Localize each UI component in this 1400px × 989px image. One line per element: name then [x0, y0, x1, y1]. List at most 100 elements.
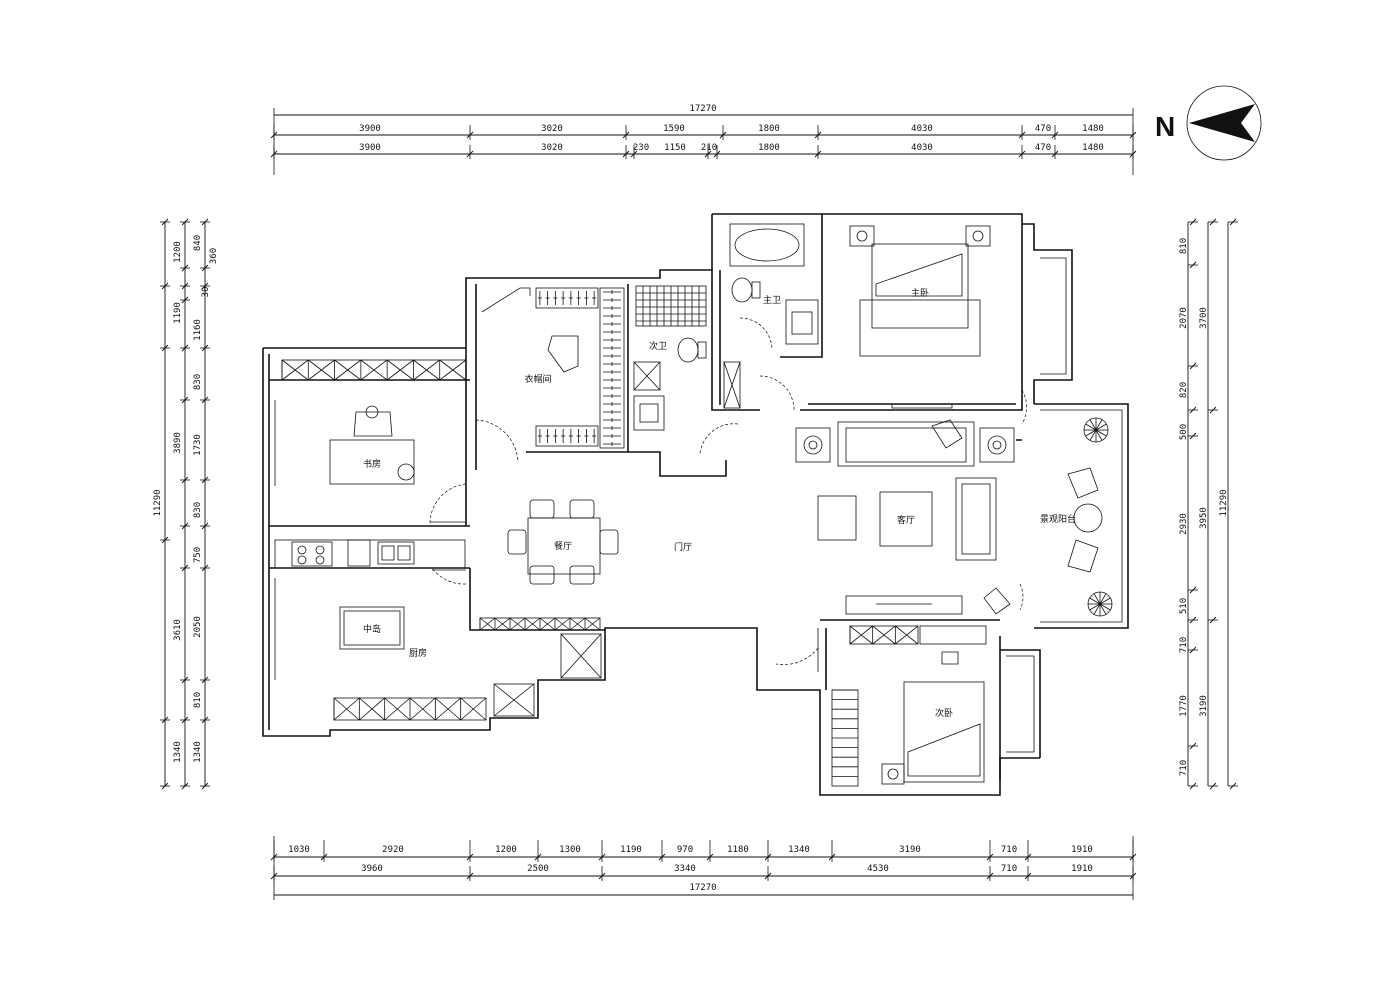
cabinet-hatch: [460, 697, 487, 721]
dim-bot-11: 1910: [1071, 845, 1093, 855]
label-kitchen: 厨房: [409, 647, 427, 659]
dim-right-mid-2: 3950: [1199, 507, 1209, 529]
dim-bot-7: 1180: [727, 845, 749, 855]
stove-icon: [291, 541, 333, 567]
study-desk: [329, 439, 415, 485]
armchair-left: [817, 495, 857, 541]
cabinet-hatch: [384, 697, 411, 721]
dim-right-in-4: 500: [1179, 424, 1189, 440]
plant-icon-2: [1087, 591, 1113, 617]
dim-left-in-7: 830: [193, 502, 203, 518]
cabinet-hatch: [360, 359, 388, 381]
label-master-bath: 主卫: [763, 294, 781, 306]
cabinet-hatch: [439, 359, 467, 381]
dim-left-in-11: 1340: [193, 741, 203, 763]
second-desk: [919, 625, 987, 645]
cabinet-hatch: [584, 617, 601, 631]
cabinet-hatch: [281, 359, 309, 381]
dim-bot-10: 710: [1001, 845, 1017, 855]
dim-top-r2-1: 3900: [359, 143, 381, 153]
tv-cabinet: [845, 595, 963, 615]
room-labels: 主卧 主卫 衣帽间 次卫 书房 餐厅 门厅 客厅 景观阳台 厨房 中岛 次卧: [363, 287, 1076, 719]
plant-leaf: [1089, 429, 1097, 441]
dim-top-total: 17270: [689, 104, 716, 114]
door-swings: [429, 317, 1027, 672]
dim-top-7: 1480: [1082, 124, 1104, 134]
dim-right-total: 11290: [1219, 489, 1229, 516]
cushion-icon: [931, 419, 963, 449]
label-dining: 餐厅: [554, 540, 572, 552]
north-arrow: N: [1155, 85, 1262, 161]
dim-bot-r2-4: 4530: [867, 864, 889, 874]
walls: [262, 213, 1129, 796]
plant-pot-icon: [983, 587, 1011, 615]
guest-toilet-icon: [677, 337, 699, 363]
plant-icon-1: [1083, 417, 1109, 443]
plant-leaf: [1095, 429, 1107, 437]
oven: [493, 683, 535, 717]
floor-drain-icon: [633, 361, 661, 391]
fridge: [560, 633, 602, 679]
master-rug: [859, 299, 981, 357]
dim-right-in-3: 820: [1179, 382, 1189, 398]
dining-chair-icon: [569, 565, 595, 585]
dim-top-r2-4: 1150: [664, 143, 686, 153]
dim-right-mid-1: 3700: [1199, 307, 1209, 329]
label-island: 中岛: [363, 623, 381, 635]
dim-top-1: 3900: [359, 124, 381, 134]
dim-bot-3: 1200: [495, 845, 517, 855]
cabinet-hatch: [435, 697, 461, 721]
guest-sink-icon: [633, 395, 665, 431]
balcony-chair-2-icon: [1067, 539, 1099, 573]
dim-right-in-2: 2070: [1179, 307, 1189, 329]
dining-table: [507, 499, 619, 585]
study-lamp-icon: [397, 463, 415, 481]
sofa: [837, 421, 975, 467]
cabinet-hatch: [386, 359, 414, 381]
cabinets: [281, 359, 919, 787]
dining-chair-icon: [529, 499, 555, 519]
plant-leaf: [1099, 593, 1107, 605]
side-table-right: [979, 427, 1015, 463]
dim-bot-2: 2920: [382, 845, 404, 855]
dim-left-2: 1190: [173, 302, 183, 324]
living-furniture: [795, 419, 1015, 615]
label-study: 书房: [363, 458, 381, 470]
balcony-chair-1-icon: [1067, 467, 1099, 499]
dim-top-4: 1800: [758, 124, 780, 134]
dim-left-4: 3610: [173, 619, 183, 641]
dining-chair-icon: [507, 529, 527, 555]
plant-leaf: [1095, 429, 1103, 441]
dim-top-r2-2: 3020: [541, 143, 563, 153]
second-bedroom-furniture: [881, 625, 987, 785]
master-bath-fixtures: [729, 223, 819, 345]
plant-leaf: [1099, 597, 1111, 605]
cabinet-hatch: [413, 359, 440, 381]
dim-top-r2-7: 4030: [911, 143, 933, 153]
master-sink-icon: [785, 299, 819, 345]
dim-left-in-2: 360: [209, 248, 219, 264]
plant-leaf: [1093, 603, 1101, 615]
label-living: 客厅: [897, 514, 915, 526]
top-dimensions: 17270 3900 3020 1590 1800 4030 470 1480 …: [270, 104, 1137, 175]
dim-bot-r2-6: 1910: [1071, 864, 1093, 874]
master-toilet-icon: [731, 277, 753, 303]
dim-right-in-9: 710: [1179, 760, 1189, 776]
balcony-rail: [1006, 257, 1123, 753]
dim-top-r2-3: 230: [633, 143, 649, 153]
dim-left-in-5: 830: [193, 374, 203, 390]
dim-left-3: 3890: [173, 432, 183, 454]
cabinet-hatch: [524, 617, 541, 631]
dim-right-mid-3: 3190: [1199, 695, 1209, 717]
cabinet-hatch: [509, 617, 526, 631]
label-balcony: 景观阳台: [1040, 513, 1076, 525]
dim-left-5: 1340: [173, 741, 183, 763]
dim-left-1: 1200: [173, 241, 183, 263]
study-furniture: [329, 405, 415, 485]
dim-top-3: 1590: [663, 124, 685, 134]
dining-chair-icon: [569, 499, 595, 519]
plant-leaf: [1099, 603, 1107, 615]
plant-leaf: [1085, 429, 1097, 437]
dim-top-6: 470: [1035, 124, 1051, 134]
